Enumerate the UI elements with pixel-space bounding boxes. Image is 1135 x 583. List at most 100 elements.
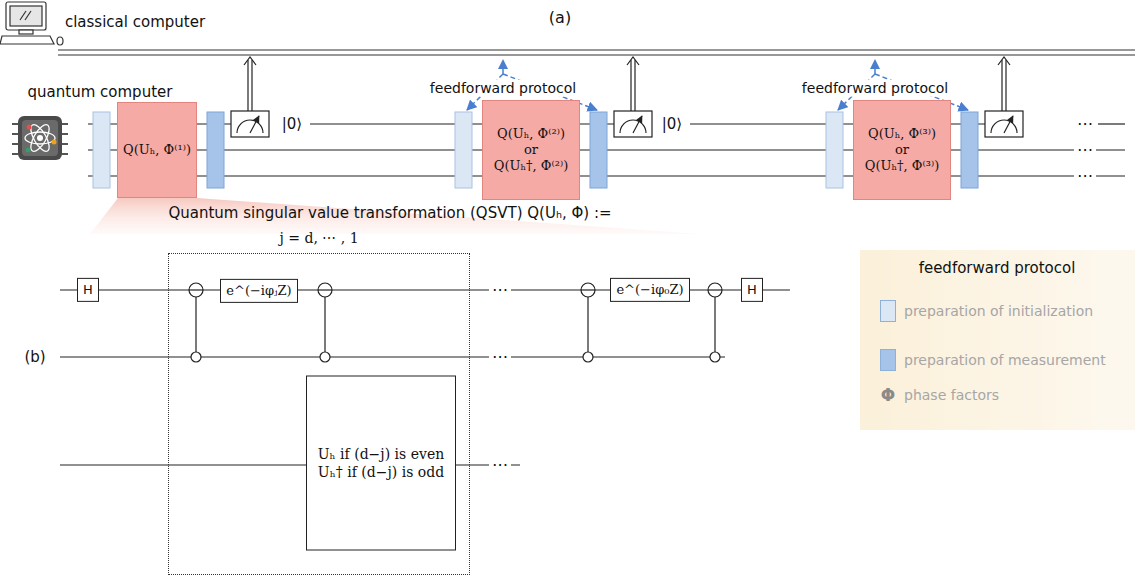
chip-icon [25,132,55,144]
legend-text: preparation of initialization [904,303,1093,319]
chip-icon [12,133,18,135]
chip-icon [22,120,58,156]
chip-icon [12,116,68,160]
legend-symbol: Φ [881,385,895,405]
meter-symbol [620,120,646,133]
gate-label: H [747,282,757,298]
feedforward-arrow [502,60,504,74]
computer-icon [0,2,63,45]
legend-text: preparation of measurement [904,352,1106,368]
cnot-gate [708,289,722,290]
gate-label: e^(−iφⱼZ) [226,283,291,299]
device-label: classical computer [65,13,205,31]
meter-symbol [633,116,642,133]
measurement-prep-box [961,112,978,188]
chip-icon [25,122,55,154]
computer-icon [19,30,33,34]
qsvt-block: Q(Uₕ, Φ⁽³⁾)orQ(Uₕ†, Φ⁽³⁾) [853,100,951,200]
legend-entry: preparation of measurement [880,349,1106,371]
qubit-wire [1098,123,1125,124]
phase-gate: e^(−iφⱼZ) [220,279,298,303]
ellipsis: ⋯ [489,347,511,366]
device-label: quantum computer [28,83,173,101]
gate-label: Uₕ† if (d−j) is odd [318,463,444,481]
gate-label: or [895,142,909,158]
gate-label: H [83,282,93,298]
ellipsis: ⋯ [1074,140,1096,159]
chip-icon [52,140,57,145]
initialization-box [93,112,110,188]
computer-icon [20,11,26,20]
state-label: |0⟩ [662,115,682,133]
hadamard-gate: H [741,278,763,302]
qsvt-block: Q(Uₕ, Φ⁽¹⁾) [117,102,197,198]
cnot-gate [318,283,332,297]
meter-symbol [991,120,1017,133]
measurement-prep-box [207,112,224,188]
meter-symbol [614,111,652,137]
cnot-gate [191,352,201,362]
computer-icon [10,6,42,26]
gate-label: Q(Uₕ, Φ⁽¹⁾) [123,142,191,158]
legend-swatch [880,300,896,322]
loop-bracket: j = d, ⋯ , 1e^(−iφⱼZ)Uₕ if (d−j) is even… [168,253,470,575]
measurement-readout [998,57,1010,65]
computer-icon [57,37,63,45]
phase-gate: e^(−iφ₀Z) [610,278,690,302]
initialization-box [826,112,843,188]
panel-label: (b) [24,348,45,366]
ellipsis: ⋯ [1074,114,1096,133]
panel-label: (a) [549,8,571,27]
chip-icon [62,133,68,135]
chip-icon [27,125,32,130]
gate-label: Q(Uₕ, Φ⁽³⁾) [868,126,936,142]
block-encoding-box: Uₕ if (d−j) is evenUₕ† if (d−j) is odd [306,376,456,551]
meter-symbol [250,116,259,133]
measurement-prep-box [590,112,607,188]
chip-icon [62,153,68,155]
zoom-wedge [90,198,700,234]
classical-bus [58,50,1135,55]
chip-icon [26,148,31,153]
measurement-readout [1001,60,1002,111]
chip-icon [18,116,62,160]
feedforward-arrow [874,60,876,74]
protocol-label: feedforward protocol [799,80,951,97]
section-caption: Quantum singular value transformation (Q… [168,204,611,222]
measurement-readout [1005,60,1006,111]
cnot-gate [583,352,593,362]
classical-bus [58,49,1135,50]
cnot-gate [581,289,595,290]
computer-icon [6,2,46,30]
classical-bus [58,54,1135,55]
chip-icon [12,143,18,145]
cnot-gate [318,289,332,290]
legend-swatch [880,349,896,371]
meter-symbol [237,120,263,133]
qsvt-block: Q(Uₕ, Φ⁽²⁾)orQ(Uₕ†, Φ⁽²⁾) [482,100,580,200]
legend-panel [860,250,1135,430]
measurement-readout [251,60,252,111]
chip-icon [62,143,68,145]
ellipsis: ⋯ [1074,166,1096,185]
measurement-readout [634,60,635,111]
cnot-gate [189,283,203,297]
measurement-readout [244,57,256,65]
gate-label: Q(Uₕ, Φ⁽²⁾) [497,126,565,142]
ellipsis: ⋯ [489,455,511,474]
initialization-box [93,112,843,188]
gate-label: Q(Uₕ†, Φ⁽²⁾) [494,158,568,174]
cnot-gate [710,352,720,362]
measurement-readout [627,57,639,65]
chip-icon [27,122,52,154]
loop-index: j = d, ⋯ , 1 [279,230,358,248]
state-label: |0⟩ [282,115,302,133]
chip-icon [37,135,43,141]
gate-label: or [524,142,538,158]
computer-icon [25,11,31,20]
protocol-label: feedforward protocol [427,80,579,97]
legend-entry: preparation of initialization [880,300,1093,322]
computer-icon [0,36,54,44]
meter-symbol [1004,116,1013,133]
chip-icon [62,123,68,125]
